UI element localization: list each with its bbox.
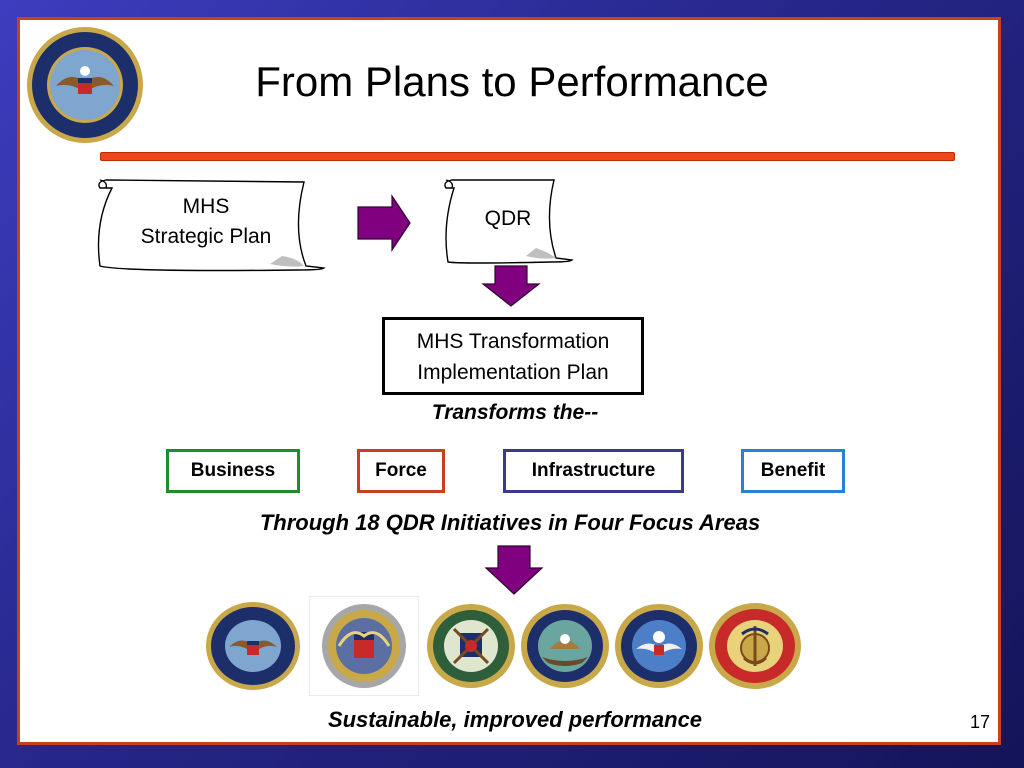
navy-seal-icon [520,603,610,689]
page-number: 17 [969,712,990,732]
qdr-scroll: QDR [440,176,574,266]
transformation-line-1: MHS Transformation [416,330,610,353]
page-title: From Plans to Performance [255,58,769,105]
scroll-line-2: Strategic Plan [140,225,272,248]
down-arrow-icon [481,264,541,313]
focus-area-business: Business [166,449,300,493]
transforms-caption: Transforms the-- [431,401,599,424]
right-arrow-icon [356,194,412,257]
initiatives-caption: Through 18 QDR Initiatives in Four Focus… [259,510,761,535]
qdr-label: QDR [484,207,532,230]
focus-area-force: Force [357,449,445,493]
outcome-caption: Sustainable, improved performance [327,707,703,732]
department-of-defense-seal-icon [205,601,301,691]
mhs-strategic-plan-scroll: MHS Strategic Plan [92,178,326,274]
focus-area-benefit: Benefit [741,449,845,493]
transformation-plan-box: MHS Transformation Implementation Plan [382,317,644,395]
transformation-line-2: Implementation Plan [417,361,609,384]
focus-area-infrastructure: Infrastructure [503,449,684,493]
marine-corps-seal-icon [708,602,802,690]
down-arrow-icon [484,544,544,601]
joint-chiefs-seal-icon [309,596,419,696]
scroll-line-1: MHS [182,195,230,218]
title-underline-bar [100,152,955,161]
army-seal-icon [426,603,516,689]
air-force-seal-icon [614,603,704,689]
department-of-defense-logo-icon [26,26,144,144]
